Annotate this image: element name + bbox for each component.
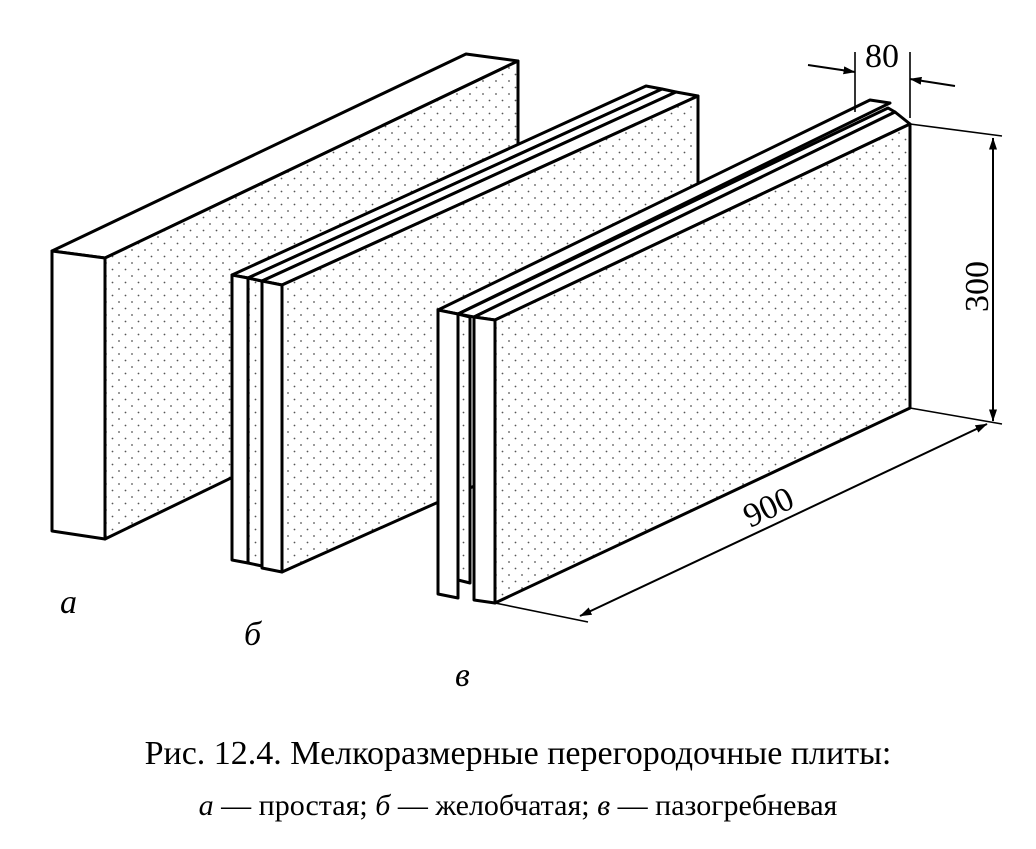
panel-b-back-edge xyxy=(230,273,250,565)
panel-v-front-edge xyxy=(472,315,497,605)
caption-sep-a: ; xyxy=(359,789,367,822)
panel-b-letter: б xyxy=(244,616,263,653)
dimension-thickness: 80 xyxy=(807,38,956,118)
panel-v-tongue-groove xyxy=(436,98,912,605)
caption-letter-a: а xyxy=(199,789,214,822)
panel-v-letter: в xyxy=(455,657,470,694)
panel-a-edge xyxy=(50,249,107,541)
panel-b-front-edge xyxy=(260,279,284,574)
caption-dash-a: — xyxy=(220,789,252,822)
caption-legend: а — простая; б — желобчатая; в — пазогре… xyxy=(199,789,838,822)
caption-letter-v: в xyxy=(597,789,610,822)
panel-a-letter: а xyxy=(60,584,77,621)
caption-type-v: пазогребневая xyxy=(655,789,837,822)
panel-b-groove xyxy=(246,276,264,568)
panel-v-back-edge xyxy=(436,308,460,600)
caption-type-b: желобчатая xyxy=(434,789,581,822)
panel-v-tongue xyxy=(456,312,472,585)
caption-type-a: простая xyxy=(259,789,360,822)
caption-dash-v: — xyxy=(617,789,649,822)
dimension-thickness-label: 80 xyxy=(865,38,899,75)
dimension-length-label: 900 xyxy=(738,480,800,535)
caption-letter-b: б xyxy=(375,789,391,822)
caption-dash-b: — xyxy=(397,789,429,822)
caption-sep-b: ; xyxy=(581,789,589,822)
dimension-height: 300 xyxy=(909,123,1003,425)
dimension-height-label: 300 xyxy=(959,261,996,312)
caption-title: Рис. 12.4. Мелкоразмерные перегородочные… xyxy=(145,735,892,772)
